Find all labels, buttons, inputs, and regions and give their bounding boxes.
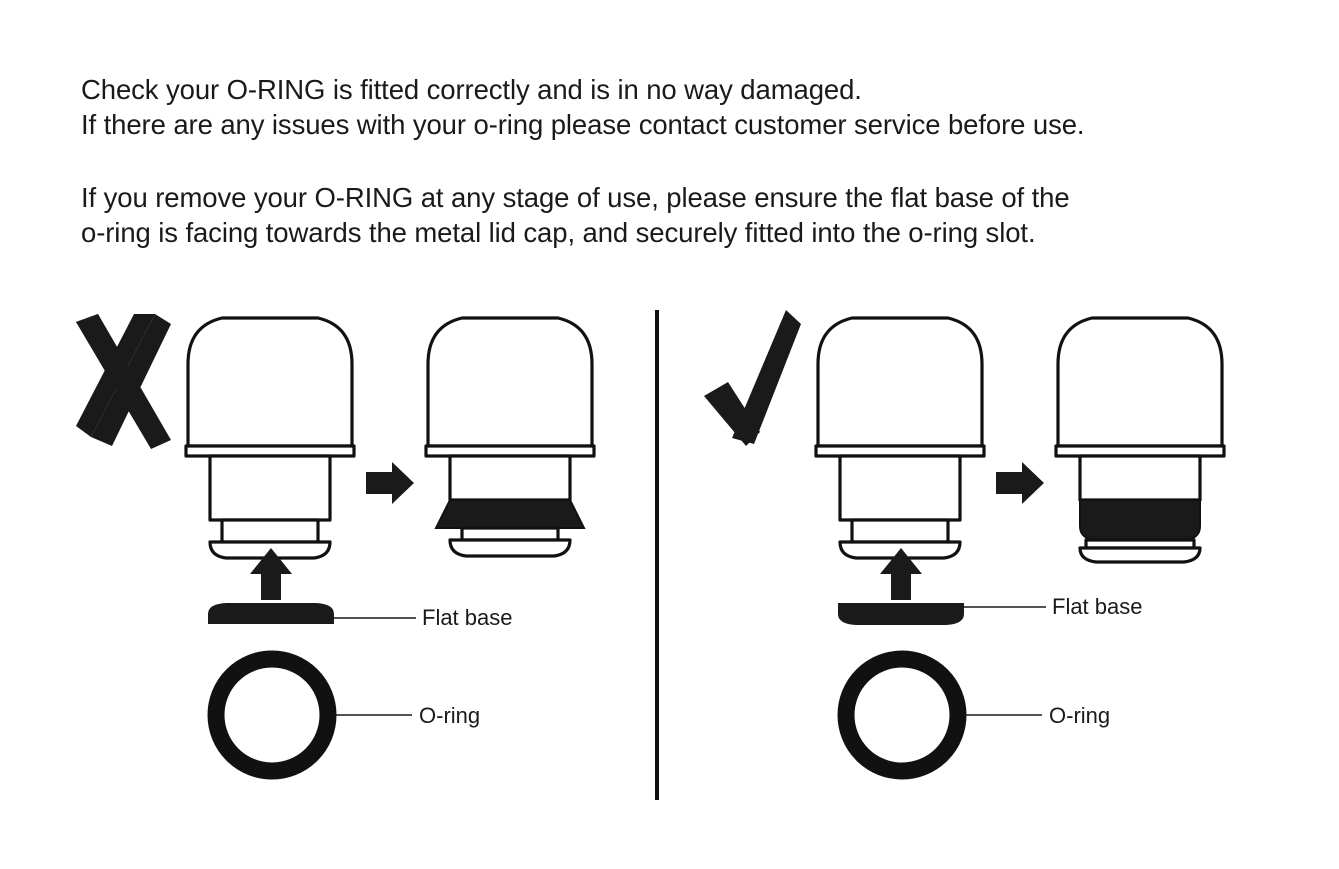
arrow-right-icon <box>996 462 1044 504</box>
oring-group-correct: O-ring <box>830 641 1270 801</box>
flat-base-shape-incorrect <box>208 603 334 624</box>
lid-pair-incorrect <box>170 304 600 560</box>
flat-base-group-incorrect: Flat base <box>200 546 640 636</box>
instruction-paragraph-2: If you remove your O-RING at any stage o… <box>81 180 1271 250</box>
oring-group-incorrect: O-ring <box>200 641 640 801</box>
oring-label: O-ring <box>1049 703 1110 728</box>
instructions-block: Check your O-RING is fitted correctly an… <box>81 72 1271 250</box>
lid-cap-icon <box>814 316 986 560</box>
instruction-p1-line1: Check your O-RING is fitted correctly an… <box>81 74 862 105</box>
oring-fitted-correct <box>1079 499 1201 541</box>
instruction-p2-line2: o-ring is facing towards the metal lid c… <box>81 217 1036 248</box>
flat-base-shape-correct <box>838 603 964 625</box>
instruction-p1-line2: If there are any issues with your o-ring… <box>81 109 1085 140</box>
lid-cap-with-oring-icon <box>424 316 596 502</box>
lid-cap-with-oring-icon <box>1054 316 1226 502</box>
panel-correct: Flat base O-ring <box>690 296 1270 806</box>
check-icon <box>702 308 802 448</box>
instruction-p2-line1: If you remove your O-RING at any stage o… <box>81 182 1070 213</box>
flat-base-label: Flat base <box>422 605 513 630</box>
flat-base-group-correct: Flat base <box>830 546 1270 636</box>
o-ring-icon <box>207 650 337 780</box>
diagram-area: Flat base O-ring <box>0 296 1339 806</box>
instruction-paragraph-1: Check your O-RING is fitted correctly an… <box>81 72 1271 142</box>
panel-incorrect: Flat base O-ring <box>60 296 640 806</box>
oring-fitted-incorrect <box>434 499 586 529</box>
arrow-right-icon <box>366 462 414 504</box>
cross-icon <box>72 308 172 449</box>
o-ring-icon <box>837 650 967 780</box>
lid-pair-correct <box>800 304 1230 564</box>
lid-cap-icon <box>184 316 356 560</box>
arrow-up-icon <box>880 548 922 600</box>
arrow-up-icon <box>250 548 292 600</box>
oring-label: O-ring <box>419 703 480 728</box>
flat-base-label: Flat base <box>1052 594 1143 619</box>
panel-divider <box>655 310 659 800</box>
